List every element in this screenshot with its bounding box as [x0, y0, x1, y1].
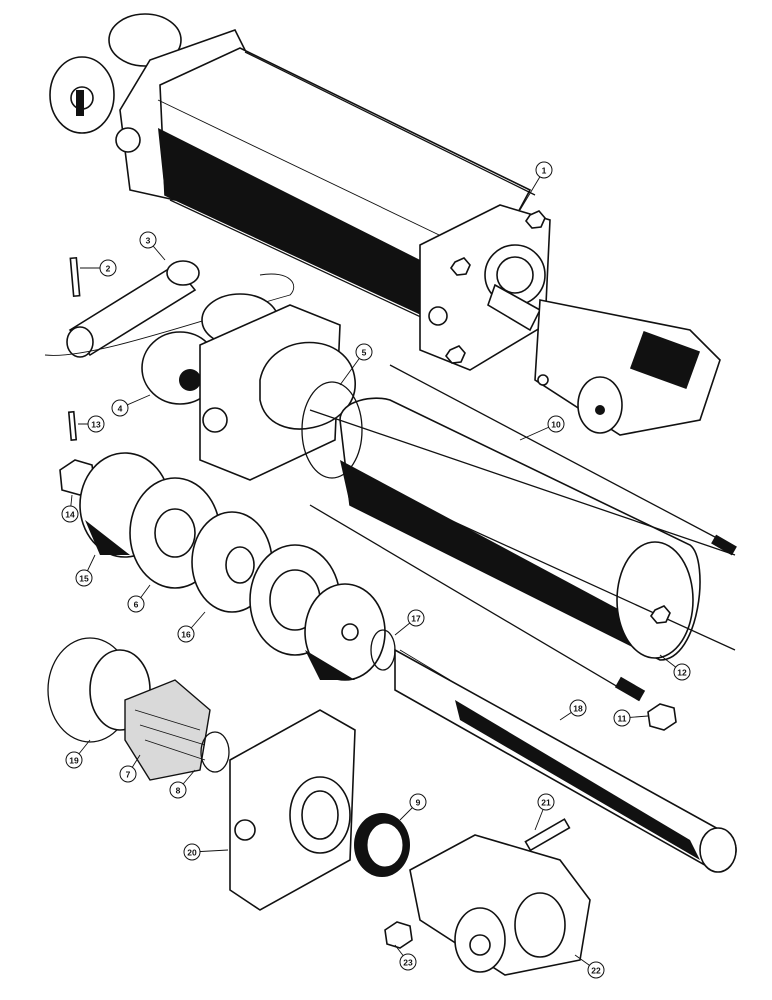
callout-label-3: 3	[146, 236, 151, 246]
callout-circle-20	[183, 843, 201, 861]
callout-circle-17	[407, 609, 425, 627]
callout-circle-6	[127, 595, 145, 613]
clevis-part-22	[384, 818, 591, 976]
callout-label-8: 8	[176, 786, 181, 796]
o-ring-part-5-upper	[301, 381, 363, 479]
callout-4: 4	[111, 394, 151, 417]
callout-label-17: 17	[411, 614, 421, 624]
callout-label-7: 7	[126, 770, 131, 780]
callout-circle-14	[61, 505, 79, 523]
callout-circle-22	[587, 961, 605, 979]
front-cap-part-20	[229, 709, 356, 911]
callout-label-21: 21	[541, 798, 551, 808]
callout-circle-16	[177, 625, 195, 643]
callout-label-19: 19	[69, 756, 79, 766]
callout-circle-19	[65, 751, 83, 769]
callout-circle-11	[613, 709, 631, 727]
callout-circle-10	[547, 415, 565, 433]
callout-label-2: 2	[106, 264, 111, 274]
callout-2: 2	[80, 259, 117, 277]
barrel-part-10	[309, 364, 737, 702]
callout-label-11: 11	[618, 714, 627, 724]
callout-circle-12	[673, 663, 691, 681]
callout-label-23: 23	[403, 958, 413, 968]
callout-22: 22	[574, 954, 605, 979]
callout-label-1: 1	[542, 166, 547, 176]
callout-circle-1	[535, 161, 553, 179]
callout-label-18: 18	[573, 704, 583, 714]
callout-label-22: 22	[591, 966, 601, 976]
callout-circle-18	[569, 699, 587, 717]
nut-part-11	[647, 703, 677, 731]
callout-7: 7	[119, 754, 141, 783]
rod-part-18	[394, 648, 737, 873]
piston-stack	[59, 410, 396, 681]
callout-circle-21	[537, 793, 555, 811]
callout-label-16: 16	[181, 630, 191, 640]
callout-circle-7	[119, 765, 137, 783]
callout-circle-15	[75, 569, 93, 587]
seal-part-9	[354, 813, 410, 877]
assembled-cylinder	[49, 13, 721, 436]
callout-21: 21	[534, 793, 555, 831]
callout-19: 19	[65, 739, 91, 769]
callout-label-15: 15	[79, 574, 89, 584]
callout-10: 10	[519, 415, 565, 441]
callout-18: 18	[559, 699, 587, 721]
callout-6: 6	[127, 584, 151, 613]
callout-1: 1	[519, 161, 553, 211]
callout-11: 11	[613, 709, 649, 727]
callout-12: 12	[659, 654, 691, 681]
callout-label-20: 20	[187, 848, 197, 858]
rear-cap-part-4	[141, 293, 356, 481]
callout-5: 5	[339, 343, 373, 386]
callout-circle-9	[409, 793, 427, 811]
lower-seals	[47, 637, 230, 781]
callout-15: 15	[75, 554, 96, 587]
callout-label-4: 4	[118, 404, 123, 414]
callout-17: 17	[394, 609, 425, 636]
pin-assembly	[44, 256, 295, 358]
callout-circle-13	[87, 415, 105, 433]
callout-circle-4	[111, 399, 129, 417]
callout-label-12: 12	[677, 668, 687, 678]
callout-label-5: 5	[362, 348, 367, 358]
callout-circle-2	[99, 259, 117, 277]
callout-circle-5	[355, 343, 373, 361]
callout-circle-3	[139, 231, 157, 249]
callout-9: 9	[399, 793, 427, 821]
callout-20: 20	[183, 843, 229, 861]
callout-8: 8	[169, 769, 196, 799]
callout-label-9: 9	[416, 798, 421, 808]
callout-circle-8	[169, 781, 187, 799]
callout-circle-23	[399, 953, 417, 971]
callout-label-13: 13	[91, 420, 101, 430]
callout-3: 3	[139, 231, 166, 261]
callout-label-10: 10	[551, 420, 561, 430]
callout-23: 23	[394, 944, 417, 971]
callout-16: 16	[177, 611, 206, 643]
callout-label-14: 14	[65, 510, 75, 520]
callout-13: 13	[78, 415, 105, 433]
callout-label-6: 6	[134, 600, 139, 610]
callout-14: 14	[61, 494, 79, 523]
